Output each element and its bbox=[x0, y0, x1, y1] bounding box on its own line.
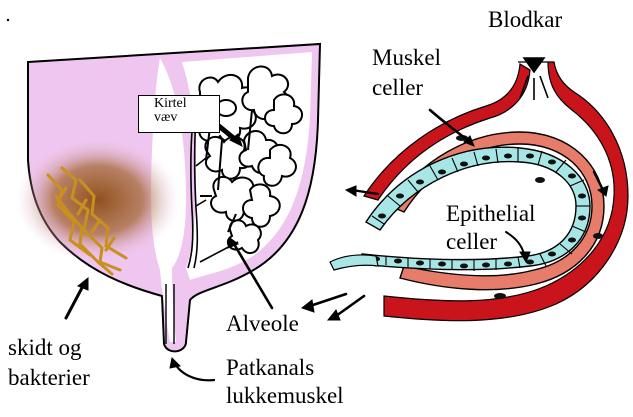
muskel-celler-label-line1: Muskel bbox=[372, 46, 441, 70]
blodkar-label: Blodkar bbox=[488, 8, 562, 32]
stray-dot bbox=[7, 19, 9, 21]
patkanals-label-line2: lukkemuskel bbox=[226, 384, 344, 408]
skidt-arrow bbox=[66, 284, 84, 318]
udder-quarter bbox=[16, 44, 320, 351]
epithelial-label-line1: Epithelial bbox=[446, 202, 535, 226]
alveole-flow-arrow-2 bbox=[336, 296, 364, 316]
epithelial-arrow bbox=[506, 232, 524, 254]
skidt-label-line2: bakterier bbox=[8, 366, 90, 390]
patkanals-label-line1: Patkanals bbox=[226, 356, 314, 380]
skidt-label-line1: skidt og bbox=[8, 336, 81, 360]
epithelial-label-line2: celler bbox=[446, 230, 497, 254]
alveole-flow-arrow-1 bbox=[310, 294, 346, 306]
muskel-celler-label-line2: celler bbox=[372, 76, 423, 100]
patkanals-arrow bbox=[174, 362, 214, 380]
kirtel-label-line2: væv bbox=[154, 111, 177, 126]
duct-strip bbox=[330, 255, 378, 270]
alveole-label: Alveole bbox=[226, 312, 299, 336]
